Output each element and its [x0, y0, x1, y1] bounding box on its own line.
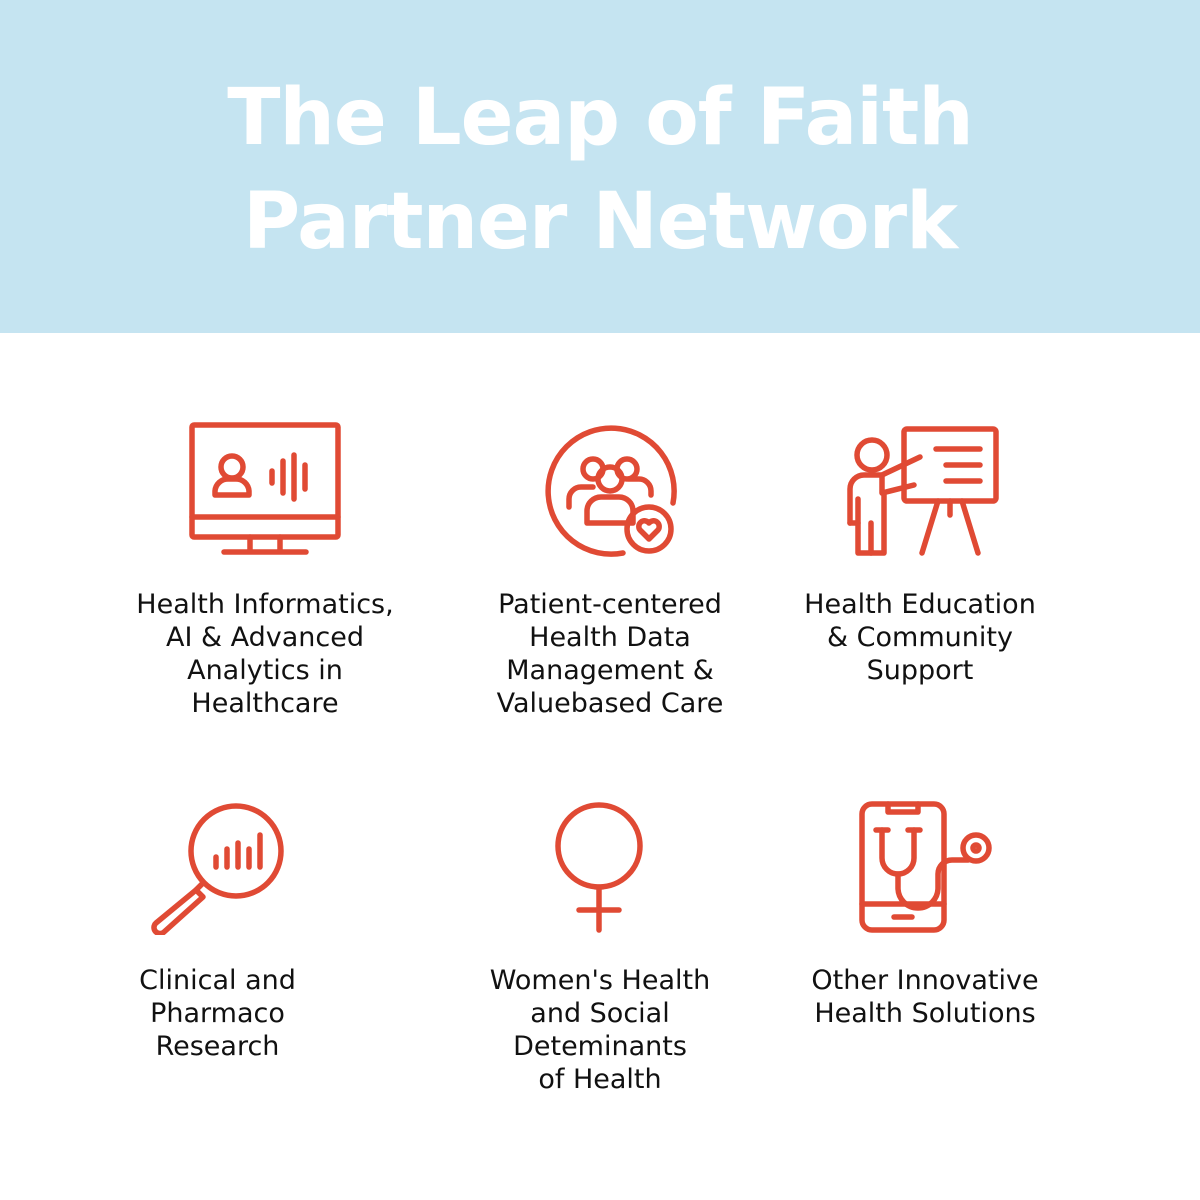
- computer-monitor-user-audio-icon: [188, 421, 342, 559]
- header-banner: The Leap of Faith Partner Network: [0, 0, 1200, 333]
- category-label: Patient-centered Health Data Management …: [496, 589, 724, 719]
- page-title-line-1: The Leap of Faith: [227, 73, 974, 163]
- category-label: Clinical and Pharmaco Research: [139, 965, 296, 1062]
- female-symbol-icon: [553, 800, 645, 934]
- category-label: Other Innovative Health Solutions: [811, 965, 1039, 1029]
- magnifier-bar-chart-icon: [148, 801, 286, 935]
- category-label: Health Informatics, AI & Advanced Analyt…: [136, 589, 394, 719]
- phone-stethoscope-icon: [858, 800, 994, 934]
- teacher-presentation-board-icon: [842, 423, 1002, 559]
- category-label: Women's Health and Social Deteminants of…: [489, 965, 711, 1095]
- patient-group-heart-icon: [543, 423, 679, 557]
- page-title-line-2: Partner Network: [243, 177, 958, 267]
- category-label: Health Education & Community Support: [804, 589, 1036, 686]
